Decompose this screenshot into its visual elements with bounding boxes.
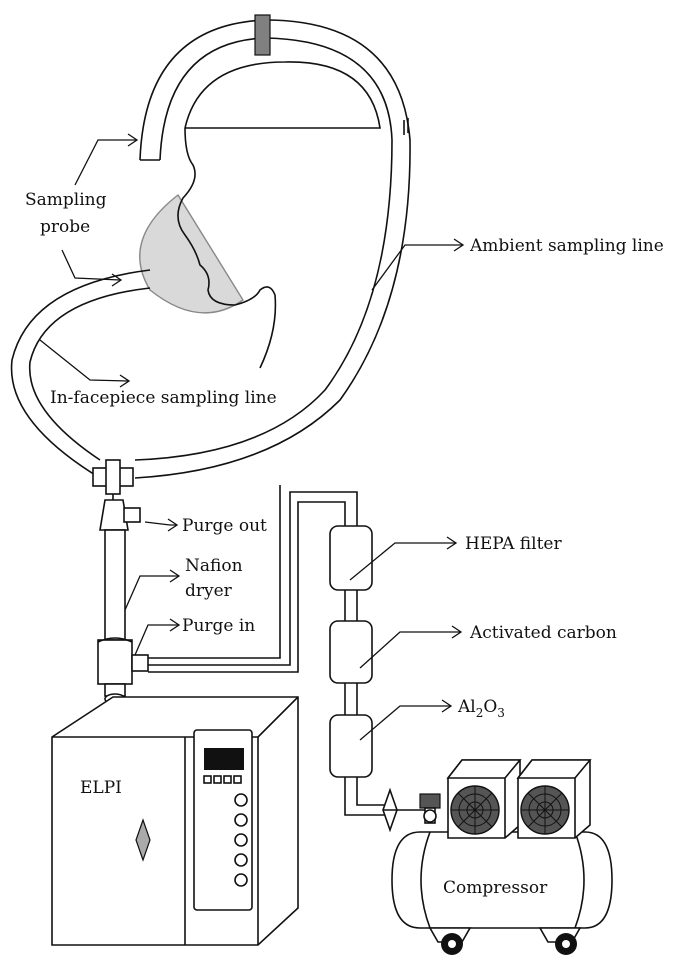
label-compressor: Compressor <box>443 878 548 898</box>
label-purge-in: Purge in <box>182 616 255 636</box>
al2o3-o: O <box>483 697 497 717</box>
ambient-sampling-line-tube <box>134 19 411 479</box>
label-sampling-probe-line2: probe <box>40 217 90 237</box>
label-in-facepiece-sampling-line: In-facepiece sampling line <box>50 388 277 408</box>
tube-clip <box>254 14 271 56</box>
al2o3-sub2: 3 <box>497 706 505 720</box>
leader-lines <box>39 133 465 741</box>
label-activated-carbon: Activated carbon <box>469 623 617 643</box>
al2o3-filter <box>329 714 373 778</box>
in-facepiece-sampling-line-tube <box>10 269 151 479</box>
elpi-knobs <box>234 793 248 887</box>
nafion-dryer-tube <box>104 529 126 641</box>
label-ambient-sampling-line: Ambient sampling line <box>469 236 664 256</box>
al2o3-al: Al <box>457 697 476 717</box>
elpi-display <box>204 748 244 770</box>
al2o3-sub1: 2 <box>476 706 484 720</box>
label-nafion-line1: Nafion <box>185 556 243 576</box>
nafion-upper-fitting <box>99 494 141 531</box>
compressor-motor-left <box>446 759 522 839</box>
compressor-motor-right <box>516 759 592 839</box>
compressor-wheels <box>428 927 582 955</box>
hepa-filter <box>329 525 373 591</box>
nafion-lower-fitting <box>97 637 149 705</box>
head-outline <box>177 61 381 369</box>
purge-tubing <box>148 485 358 673</box>
label-elpi: ELPI <box>80 778 122 798</box>
tube-joint-marks <box>403 118 409 135</box>
elpi-handle-icon <box>135 818 151 862</box>
label-sampling-probe-line1: Sampling <box>25 190 107 210</box>
activated-carbon-filter <box>329 620 373 684</box>
label-purge-out: Purge out <box>182 516 267 536</box>
filter-column <box>329 525 385 816</box>
label-hepa-filter: HEPA filter <box>465 534 562 554</box>
label-al2o3: Al2O3 <box>457 697 505 720</box>
elpi-buttons <box>203 775 242 784</box>
sampling-probe-shape <box>139 193 244 314</box>
cross-connector <box>92 459 134 495</box>
label-nafion-line2: dryer <box>185 581 233 601</box>
elpi-box <box>51 696 299 946</box>
compressor <box>391 759 613 955</box>
valve-icon <box>382 787 441 833</box>
